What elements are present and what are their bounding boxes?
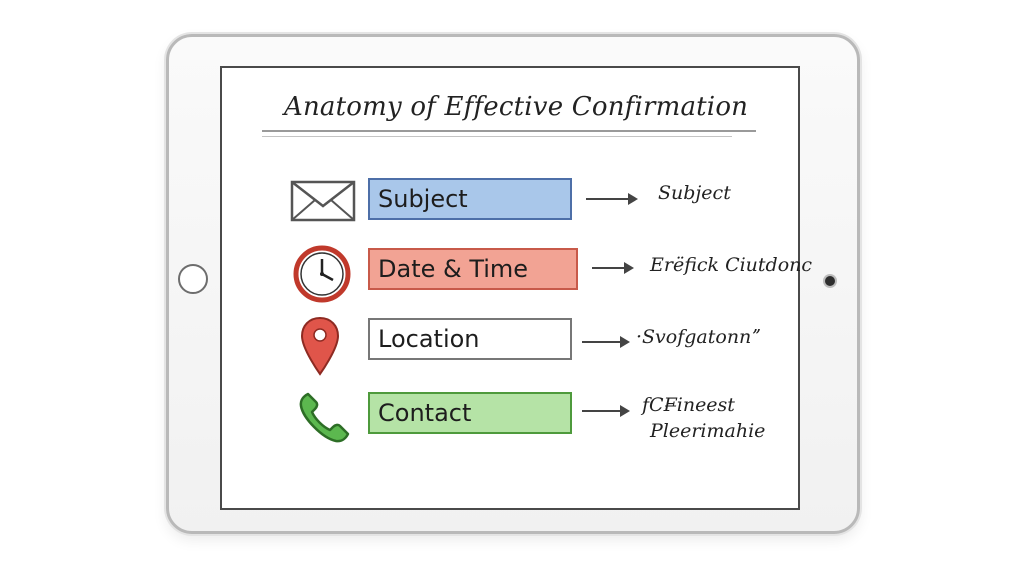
arrow-subject: [586, 193, 638, 205]
field-subject: Subject: [368, 178, 572, 220]
note-date-time: Erёfick Ciutdonc: [650, 254, 813, 276]
arrow-date-time: [592, 262, 634, 274]
note-location: ·Svofgatonnˮ: [636, 326, 761, 348]
arrow-contact: [582, 405, 630, 417]
camera-icon: [825, 276, 835, 286]
diagram-title: Anatomy of Effective Confirmation: [284, 92, 749, 122]
clock-icon: [293, 245, 351, 303]
home-button[interactable]: [178, 264, 208, 294]
title-underline: [262, 130, 756, 132]
note-contact-line1: fCF̶ineest: [642, 394, 735, 416]
location-pin-icon: [300, 316, 340, 376]
field-date-time: Date & Time: [368, 248, 578, 290]
envelope-icon: [290, 180, 356, 222]
note-contact-line2: Plеerimahie: [650, 420, 766, 442]
field-contact: Contact: [368, 392, 572, 434]
field-location: Location: [368, 318, 572, 360]
phone-icon: [299, 392, 350, 443]
note-subject: Subject: [658, 182, 731, 204]
arrow-location: [582, 336, 630, 348]
title-underline-2: [262, 136, 732, 137]
